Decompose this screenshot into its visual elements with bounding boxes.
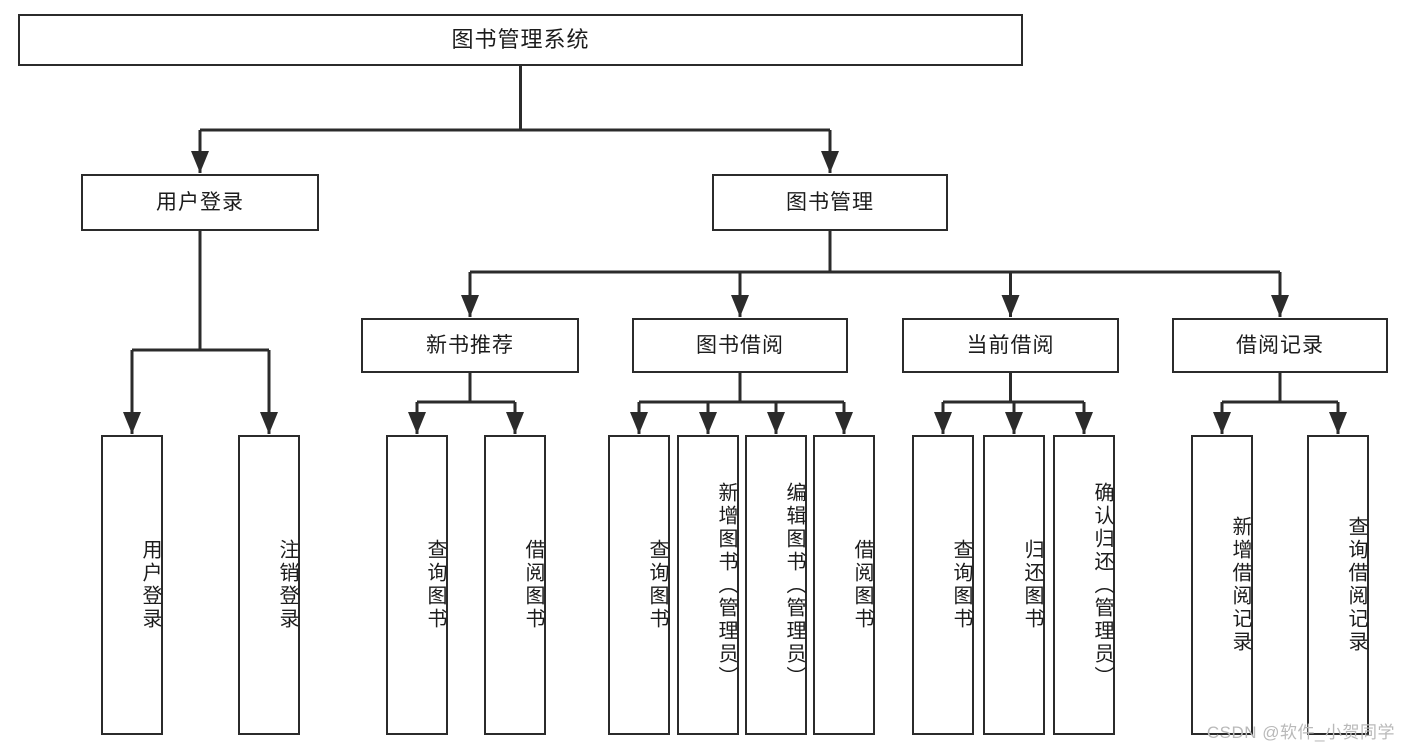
connector-arrowhead bbox=[461, 295, 479, 317]
node-book-borrow[interactable]: 图书借阅 bbox=[632, 318, 848, 373]
node-label: 借阅图书 bbox=[851, 539, 873, 631]
node-leaf-add-record[interactable]: 新增借阅记录 bbox=[1191, 435, 1253, 735]
connector-arrowhead bbox=[1005, 412, 1023, 434]
node-label: 图书管理系统 bbox=[451, 26, 590, 52]
connector-arrowhead bbox=[767, 412, 785, 434]
node-label: 借阅图书 bbox=[522, 539, 544, 631]
node-user-login[interactable]: 用户登录 bbox=[81, 174, 319, 231]
node-label: 借阅记录 bbox=[1236, 333, 1324, 357]
node-leaf-edit-book[interactable]: 编辑图书（管理员） bbox=[745, 435, 807, 735]
connector-arrowhead bbox=[821, 151, 839, 173]
node-new-book-rec[interactable]: 新书推荐 bbox=[361, 318, 579, 373]
node-label: 确认归还（管理员） bbox=[1091, 481, 1113, 689]
node-current-borrow[interactable]: 当前借阅 bbox=[902, 318, 1119, 373]
connector-arrowhead bbox=[934, 412, 952, 434]
node-root[interactable]: 图书管理系统 bbox=[18, 14, 1023, 66]
node-leaf-return-book[interactable]: 归还图书 bbox=[983, 435, 1045, 735]
node-leaf-query-book-3[interactable]: 查询图书 bbox=[912, 435, 974, 735]
node-label: 查询图书 bbox=[950, 539, 972, 631]
connector-arrowhead bbox=[506, 412, 524, 434]
node-label: 当前借阅 bbox=[966, 333, 1055, 357]
watermark-text: CSDN @软件_小贺同学 bbox=[1206, 723, 1395, 742]
node-leaf-borrow-book-2[interactable]: 借阅图书 bbox=[813, 435, 875, 735]
node-label: 查询借阅记录 bbox=[1345, 516, 1367, 654]
node-label: 编辑图书（管理员） bbox=[783, 481, 805, 689]
connector-arrowhead bbox=[1075, 412, 1093, 434]
node-book-manage[interactable]: 图书管理 bbox=[712, 174, 948, 231]
node-label: 用户登录 bbox=[156, 190, 244, 214]
connector-arrowhead bbox=[1271, 295, 1289, 317]
connector-arrowhead bbox=[1329, 412, 1347, 434]
node-leaf-borrow-book-1[interactable]: 借阅图书 bbox=[484, 435, 546, 735]
node-leaf-query-book-1[interactable]: 查询图书 bbox=[386, 435, 448, 735]
node-label: 图书借阅 bbox=[696, 333, 784, 357]
node-borrow-record[interactable]: 借阅记录 bbox=[1172, 318, 1388, 373]
node-leaf-query-record[interactable]: 查询借阅记录 bbox=[1307, 435, 1369, 735]
node-label: 新增图书（管理员） bbox=[715, 481, 737, 689]
node-label: 用户登录 bbox=[139, 539, 161, 631]
connector-arrowhead bbox=[835, 412, 853, 434]
connector-arrowhead bbox=[1001, 295, 1020, 317]
node-leaf-logout[interactable]: 注销登录 bbox=[238, 435, 300, 735]
connector-arrowhead bbox=[699, 412, 717, 434]
node-label: 新书推荐 bbox=[426, 333, 514, 357]
node-label: 查询图书 bbox=[424, 539, 446, 631]
node-label: 新增借阅记录 bbox=[1229, 516, 1251, 654]
connector-arrowhead bbox=[731, 295, 749, 317]
node-leaf-query-book-2[interactable]: 查询图书 bbox=[608, 435, 670, 735]
node-leaf-user-login[interactable]: 用户登录 bbox=[101, 435, 163, 735]
connector-arrowhead bbox=[630, 412, 648, 434]
connector-arrowhead bbox=[123, 412, 141, 434]
connector-arrowhead bbox=[260, 412, 278, 434]
node-label: 注销登录 bbox=[276, 539, 298, 631]
node-label: 归还图书 bbox=[1021, 539, 1043, 631]
node-leaf-confirm-return[interactable]: 确认归还（管理员） bbox=[1053, 435, 1115, 735]
node-label: 图书管理 bbox=[786, 190, 874, 214]
connector-arrowhead bbox=[1213, 412, 1231, 434]
node-label: 查询图书 bbox=[646, 539, 668, 631]
connector-arrowhead bbox=[408, 412, 426, 434]
node-leaf-add-book[interactable]: 新增图书（管理员） bbox=[677, 435, 739, 735]
connector-arrowhead bbox=[191, 151, 209, 173]
